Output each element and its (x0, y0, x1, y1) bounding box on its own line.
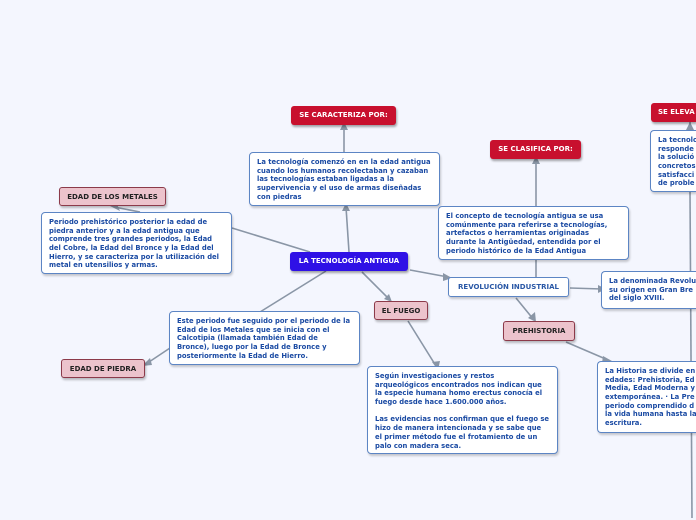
revolucion-industrial-label[interactable]: REVOLUCIÓN INDUSTRIAL (448, 277, 569, 297)
el-fuego-text[interactable]: Según investigaciones y restos arqueológ… (367, 366, 558, 454)
el-fuego-label[interactable]: EL FUEGO (374, 301, 428, 320)
eleva-label[interactable]: SE ELEVA (651, 103, 696, 122)
caracteriza-text[interactable]: La tecnología comenzó en en la edad anti… (249, 152, 440, 206)
eleva-text[interactable]: La tecnolo responde la solució concretos… (650, 130, 696, 192)
caracteriza-label[interactable]: SE CARACTERIZA POR: (291, 106, 396, 125)
edad-piedra-text[interactable]: Este periodo fue seguido por el periodo … (169, 311, 360, 365)
edad-metales-label[interactable]: EDAD DE LOS METALES (59, 187, 166, 206)
central-topic[interactable]: LA TECNOLOGÍA ANTIGUA (290, 252, 408, 271)
prehistoria-text[interactable]: La Historia se divide en edades: Prehist… (597, 361, 696, 433)
revolucion-industrial-text[interactable]: La denominada Revolu su origen en Gran B… (601, 271, 696, 309)
prehistoria-label[interactable]: PREHISTORIA (503, 321, 575, 341)
edad-piedra-label[interactable]: EDAD DE PIEDRA (61, 359, 145, 378)
clasifica-text[interactable]: El concepto de tecnología antigua se usa… (438, 206, 629, 260)
edad-metales-text[interactable]: Periodo prehistórico posterior la edad d… (41, 212, 232, 274)
clasifica-label[interactable]: SE CLASIFICA POR: (490, 140, 581, 159)
